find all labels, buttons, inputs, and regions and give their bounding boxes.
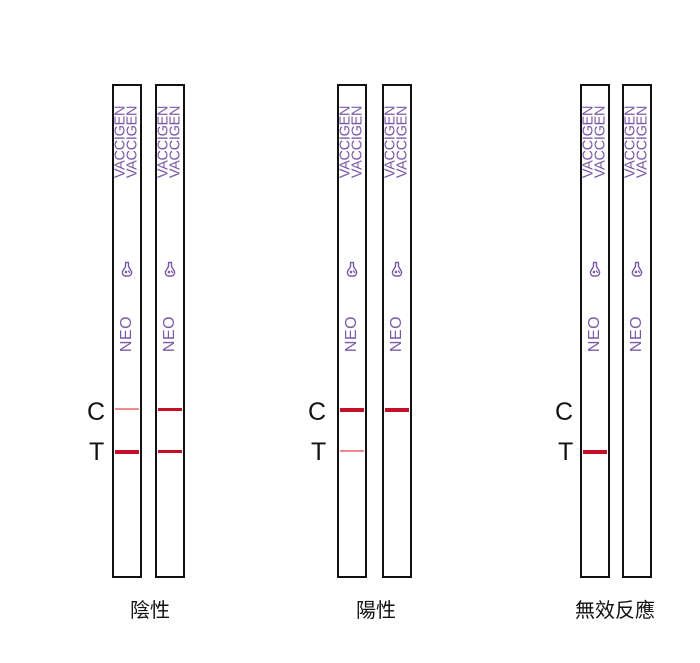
result-caption: 無效反應 (575, 598, 655, 622)
control-band (340, 408, 364, 412)
bottle-mascot-icon (346, 261, 358, 277)
bottle-mascot-icon (121, 261, 133, 277)
product-name: NEO (586, 315, 603, 353)
test-band (583, 450, 607, 454)
test-band (340, 450, 364, 452)
test-line-label: T (89, 438, 105, 466)
bottle-mascot-icon (631, 261, 643, 277)
result-caption: 陰性 (130, 598, 170, 622)
control-line-label: C (87, 398, 106, 426)
bottle-mascot-icon (391, 261, 403, 277)
test-band (158, 450, 182, 453)
bottle-mascot-icon (589, 261, 601, 277)
result-caption: 陽性 (356, 598, 396, 622)
control-band (158, 408, 182, 411)
product-name: NEO (628, 315, 645, 353)
control-band (115, 408, 139, 410)
test-line-label: T (558, 438, 574, 466)
control-line-label: C (308, 398, 327, 426)
bottle-mascot-icon (164, 261, 176, 277)
control-line-label: C (555, 398, 574, 426)
test-band (115, 450, 139, 454)
control-band (385, 408, 409, 412)
test-line-label: T (311, 438, 327, 466)
